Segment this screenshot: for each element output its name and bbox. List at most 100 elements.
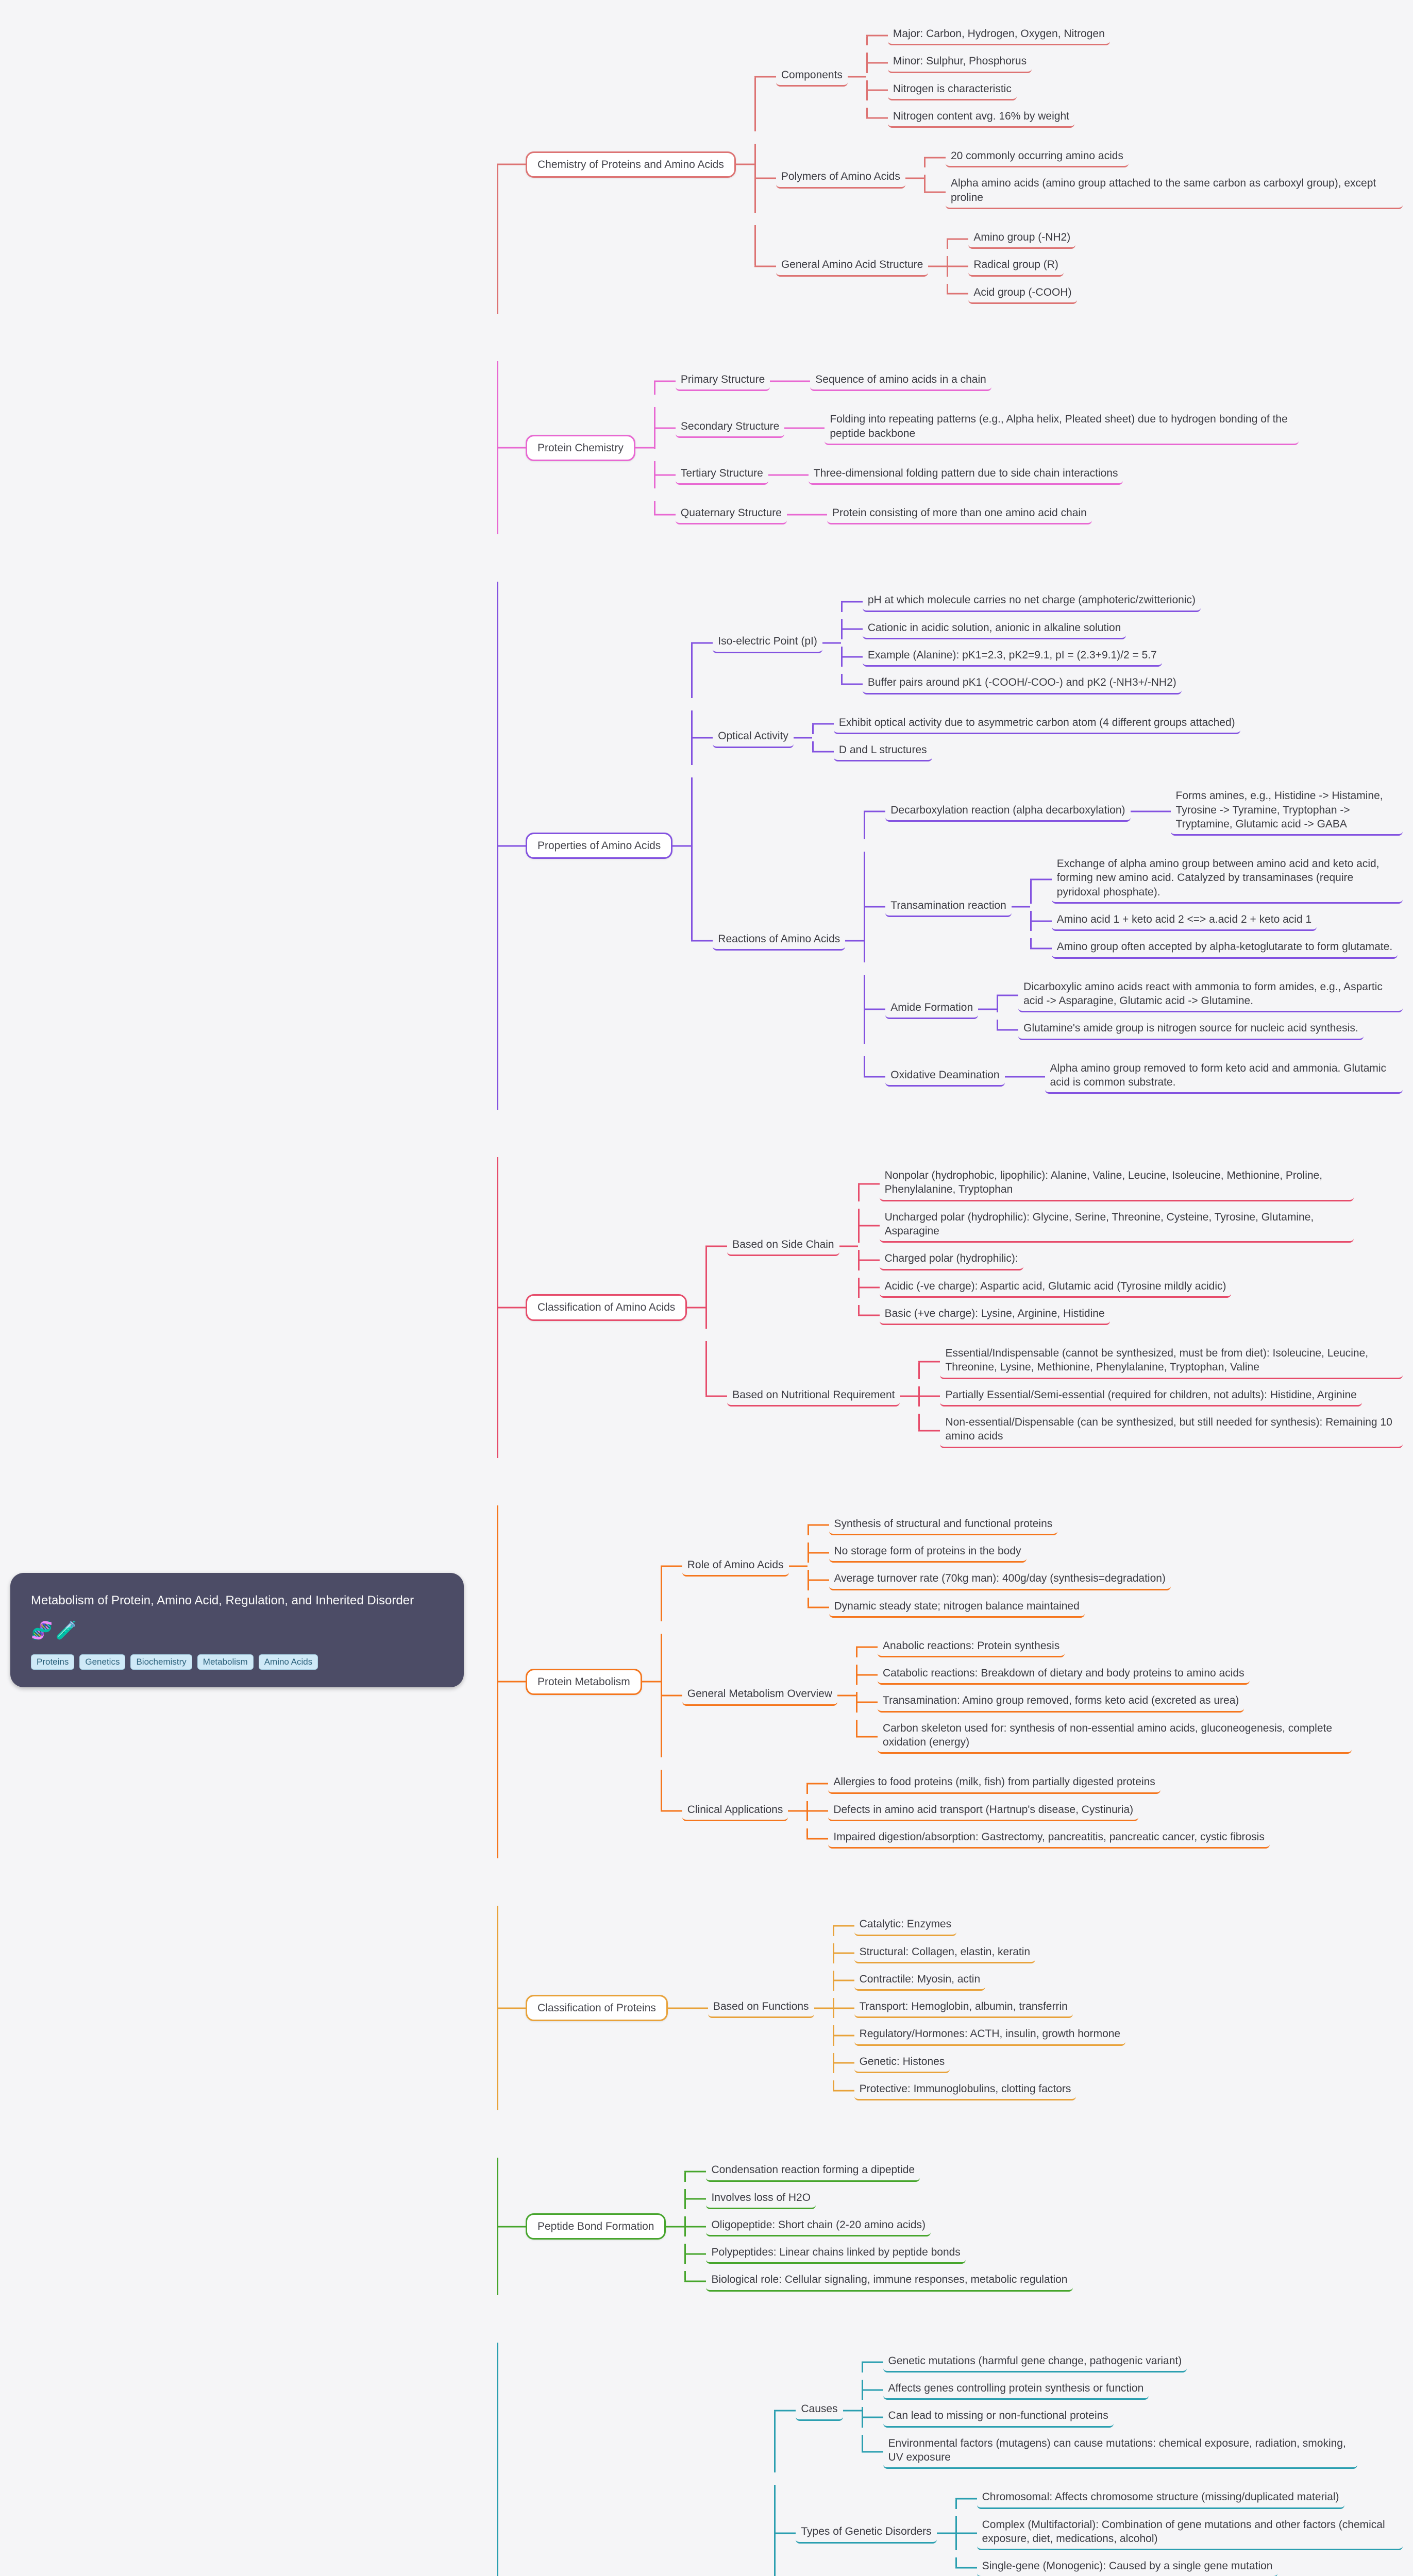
leaf-label[interactable]: Acid group (-COOH): [968, 284, 1077, 304]
leaf-label[interactable]: Nitrogen is characteristic: [887, 80, 1017, 100]
branch-label[interactable]: Chemistry of Proteins and Amino Acids: [526, 151, 736, 178]
leaf-label[interactable]: Chromosomal: Affects chromosome structur…: [977, 2488, 1344, 2509]
subtopic-label[interactable]: Components: [776, 66, 848, 87]
leaf-label[interactable]: Structural: Collagen, elastin, keratin: [854, 1943, 1036, 1963]
leaf-label[interactable]: D and L structures: [833, 741, 932, 762]
leaf-label[interactable]: Genetic mutations (harmful gene change, …: [883, 2352, 1187, 2373]
subtopic-label[interactable]: Types of Genetic Disorders: [796, 2523, 937, 2544]
subtopic-label[interactable]: Decarboxylation reaction (alpha decarbox…: [885, 802, 1131, 822]
leaf-label[interactable]: Alpha amino group removed to form keto a…: [1045, 1060, 1403, 1094]
subtopic-label[interactable]: Reactions of Amino Acids: [713, 930, 846, 951]
leaf-label[interactable]: Dicarboxylic amino acids react with ammo…: [1018, 978, 1403, 1013]
leaf-label[interactable]: Nitrogen content avg. 16% by weight: [887, 108, 1074, 128]
leaf-label[interactable]: Exhibit optical activity due to asymmetr…: [833, 714, 1240, 734]
subtopic-label[interactable]: Clinical Applications: [682, 1801, 788, 1821]
subtopic-label[interactable]: Polymers of Amino Acids: [776, 168, 905, 189]
leaf-label[interactable]: Biological role: Cellular signaling, imm…: [706, 2271, 1073, 2292]
leaf-label[interactable]: Glutamine's amide group is nitrogen sour…: [1018, 1020, 1364, 1040]
branch-label[interactable]: Properties of Amino Acids: [526, 833, 673, 859]
leaf-label[interactable]: Protein consisting of more than one amin…: [827, 504, 1092, 525]
leaf-label[interactable]: Radical group (R): [968, 256, 1064, 277]
leaf-label[interactable]: Regulatory/Hormones: ACTH, insulin, grow…: [854, 2025, 1126, 2046]
subtopic-label[interactable]: Quaternary Structure: [675, 504, 787, 525]
leaf-label[interactable]: Cationic in acidic solution, anionic in …: [862, 619, 1126, 640]
leaf-label[interactable]: Synthesis of structural and functional p…: [829, 1515, 1058, 1535]
leaf-label[interactable]: Dynamic steady state; nitrogen balance m…: [829, 1598, 1085, 1618]
subtopic-label[interactable]: Iso-electric Point (pI): [713, 633, 822, 653]
leaf-label[interactable]: Nonpolar (hydrophobic, lipophilic): Alan…: [879, 1167, 1354, 1201]
leaf-label[interactable]: Amino group often accepted by alpha-keto…: [1051, 938, 1398, 959]
children-group: Decarboxylation reaction (alpha decarbox…: [864, 777, 1403, 1104]
subtopic-node: Optical Activity Exhibit optical activity…: [691, 710, 1403, 766]
subtopic-label[interactable]: Based on Side Chain: [727, 1236, 839, 1257]
leaf-label[interactable]: pH at which molecule carries no net char…: [862, 591, 1201, 612]
leaf-label[interactable]: Condensation reaction forming a dipeptid…: [706, 2161, 920, 2182]
leaf-label[interactable]: Average turnover rate (70kg man): 400g/d…: [829, 1570, 1171, 1590]
leaf-label[interactable]: Essential/Indispensable (cannot be synth…: [940, 1345, 1403, 1379]
subtopic-label[interactable]: Oxidative Deamination: [885, 1066, 1005, 1087]
leaf-label[interactable]: Affects genes controlling protein synthe…: [883, 2380, 1149, 2400]
leaf-label[interactable]: Complex (Multifactorial): Combination of…: [977, 2516, 1403, 2551]
subtopic-node: Components Major: Carbon, Hydrogen, Oxyge…: [754, 22, 1403, 132]
leaf-label[interactable]: Contractile: Myosin, actin: [854, 1971, 986, 1991]
leaf-label[interactable]: Acidic (-ve charge): Aspartic acid, Glut…: [879, 1278, 1232, 1298]
leaf-label[interactable]: Transport: Hemoglobin, albumin, transfer…: [854, 1998, 1073, 2019]
leaf-label[interactable]: Impaired digestion/absorption: Gastrecto…: [828, 1828, 1270, 1849]
leaf-label[interactable]: Transamination: Amino group removed, for…: [878, 1692, 1244, 1713]
leaf-node: Charged polar (hydrophilic):: [857, 1250, 1354, 1270]
leaf-label[interactable]: Polypeptides: Linear chains linked by pe…: [706, 2244, 966, 2264]
subtopic-label[interactable]: Role of Amino Acids: [682, 1556, 789, 1577]
leaf-label[interactable]: Catalytic: Enzymes: [854, 1916, 957, 1936]
leaf-label[interactable]: Major: Carbon, Hydrogen, Oxygen, Nitroge…: [887, 25, 1110, 46]
leaf-label[interactable]: Allergies to food proteins (milk, fish) …: [828, 1773, 1160, 1794]
branch-label[interactable]: Protein Metabolism: [526, 1668, 642, 1696]
leaf-label[interactable]: Charged polar (hydrophilic):: [879, 1250, 1023, 1270]
leaf-label[interactable]: Single-gene (Monogenic): Caused by a sin…: [977, 2557, 1278, 2576]
leaf-label[interactable]: 20 commonly occurring amino acids: [945, 147, 1129, 168]
central-topic-node[interactable]: Metabolism of Protein, Amino Acid, Regul…: [10, 1573, 464, 1687]
branch-label[interactable]: Classification of Proteins: [526, 1995, 668, 2022]
leaf-label[interactable]: Amino acid 1 + keto acid 2 <=> a.acid 2 …: [1051, 911, 1317, 931]
leaf-label[interactable]: Carbon skeleton used for: synthesis of n…: [878, 1720, 1352, 1754]
leaf-label[interactable]: Partially Essential/Semi-essential (requ…: [940, 1386, 1362, 1407]
leaf-label[interactable]: No storage form of proteins in the body: [829, 1543, 1027, 1563]
leaf-label[interactable]: Example (Alanine): pK1=2.3, pK2=9.1, pI …: [862, 647, 1162, 667]
leaf-node: Involves loss of H2O: [684, 2189, 1072, 2210]
branch-label[interactable]: Peptide Bond Formation: [526, 2213, 666, 2240]
children-group: Protein consisting of more than one amin…: [805, 501, 1092, 528]
leaf-label[interactable]: Minor: Sulphur, Phosphorus: [887, 53, 1032, 73]
branch-label[interactable]: Classification of Amino Acids: [526, 1294, 687, 1321]
subtopic-label[interactable]: Secondary Structure: [675, 418, 785, 438]
leaf-label[interactable]: Defects in amino acid transport (Hartnup…: [828, 1801, 1139, 1821]
leaf-label[interactable]: Oligopeptide: Short chain (2-20 amino ac…: [706, 2216, 931, 2237]
leaf-label[interactable]: Alpha amino acids (amino group attached …: [945, 175, 1403, 210]
leaf-label[interactable]: Basic (+ve charge): Lysine, Arginine, Hi…: [879, 1305, 1110, 1326]
subtopic-label[interactable]: Transamination reaction: [885, 897, 1012, 918]
leaf-label[interactable]: Can lead to missing or non-functional pr…: [883, 2407, 1114, 2428]
leaf-label[interactable]: Non-essential/Dispensable (can be synthe…: [940, 1414, 1403, 1448]
subtopic-label[interactable]: Based on Functions: [708, 1998, 814, 2019]
leaf-label[interactable]: Buffer pairs around pK1 (-COOH/-COO-) an…: [862, 674, 1182, 694]
leaf-label[interactable]: Sequence of amino acids in a chain: [810, 371, 991, 392]
leaf-label[interactable]: Anabolic reactions: Protein synthesis: [878, 1637, 1065, 1658]
subtopic-label[interactable]: General Metabolism Overview: [682, 1685, 838, 1706]
leaf-label[interactable]: Involves loss of H2O: [706, 2189, 816, 2209]
subtopic-label[interactable]: Optical Activity: [713, 727, 794, 748]
subtopic-label[interactable]: Primary Structure: [675, 371, 770, 392]
branch-label[interactable]: Protein Chemistry: [526, 434, 635, 461]
leaf-label[interactable]: Genetic: Histones: [854, 2053, 950, 2073]
leaf-label[interactable]: Uncharged polar (hydrophilic): Glycine, …: [879, 1209, 1354, 1243]
subtopic-label[interactable]: Causes: [796, 2400, 843, 2421]
leaf-label[interactable]: Amino group (-NH2): [968, 229, 1076, 249]
leaf-label[interactable]: Catabolic reactions: Breakdown of dietar…: [878, 1665, 1250, 1685]
leaf-label[interactable]: Environmental factors (mutagens) can cau…: [883, 2435, 1357, 2469]
subtopic-label[interactable]: General Amino Acid Structure: [776, 256, 929, 277]
leaf-label[interactable]: Forms amines, e.g., Histidine -> Histami…: [1170, 787, 1403, 836]
leaf-label[interactable]: Exchange of alpha amino group between am…: [1051, 855, 1403, 904]
leaf-label[interactable]: Folding into repeating patterns (e.g., A…: [825, 411, 1299, 445]
leaf-label[interactable]: Three-dimensional folding pattern due to…: [808, 465, 1123, 485]
subtopic-label[interactable]: Amide Formation: [885, 999, 979, 1020]
leaf-label[interactable]: Protective: Immunoglobulins, clotting fa…: [854, 2080, 1076, 2101]
subtopic-label[interactable]: Tertiary Structure: [675, 465, 768, 485]
subtopic-label[interactable]: Based on Nutritional Requirement: [727, 1386, 900, 1407]
